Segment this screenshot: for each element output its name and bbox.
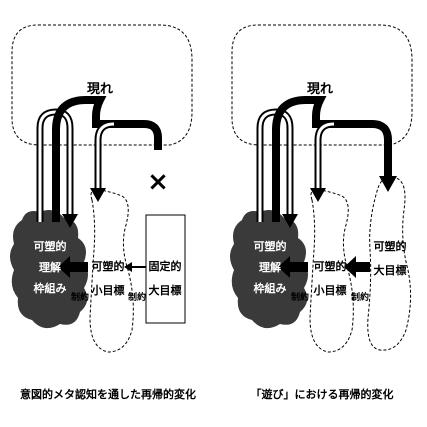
left-cloud-label-1: 可塑的	[34, 239, 67, 253]
right-diagram: 現れ 可塑的 理解 枠組み 可塑的 小目標 可塑的 大目標 制約 制約 「遊び」…	[230, 24, 413, 401]
left-loop-arrow-main	[52, 96, 162, 222]
left-constraint-2: 制約	[128, 291, 146, 303]
right-middle-blob	[309, 189, 354, 353]
left-middle-label-1: 可塑的	[92, 259, 125, 273]
right-right-label-2: 大目標	[374, 263, 407, 277]
left-caption: 意図的メタ認知を通した再帰的変化	[20, 387, 196, 401]
left-emergence-loop	[11, 24, 193, 146]
left-middle-label-2: 小目標	[91, 283, 125, 297]
right-right-label-1: 可塑的	[374, 239, 407, 253]
left-loop-arrow-inner	[94, 120, 115, 195]
right-loop-arrow-inner	[314, 120, 335, 195]
left-emergence-label: 現れ	[87, 82, 113, 97]
right-constraint-2: 制約	[351, 291, 369, 303]
left-right-label-1: 固定的	[149, 259, 182, 273]
left-middle-blob	[89, 189, 134, 353]
right-middle-label-2: 小目標	[313, 283, 347, 297]
right-emergence-label: 現れ	[307, 82, 333, 97]
right-cloud	[230, 210, 308, 329]
left-cloud-label-3: 枠組み	[34, 281, 67, 295]
right-right-blob	[367, 175, 412, 351]
right-caption: 「遊び」における再帰的変化	[251, 387, 394, 401]
left-fixed-goal-box	[145, 214, 186, 324]
right-constraint-1: 制約	[291, 291, 309, 303]
right-cloud-label-2: 理解	[259, 260, 281, 274]
left-diagram: × 現れ 可塑的 理解 枠組み 可塑的 小目標 固定的 大目標 制約 制約 意図…	[10, 24, 196, 401]
left-cloud-label-2: 理解	[39, 260, 61, 274]
left-constraint-1: 制約	[71, 291, 89, 303]
left-blocked-mark: ×	[147, 167, 169, 197]
right-middle-label-1: 可塑的	[314, 259, 347, 273]
right-cloud-label-3: 枠組み	[254, 281, 287, 295]
right-loop-arrow-main	[272, 96, 392, 222]
left-cloud	[10, 210, 88, 329]
left-right-label-2: 大目標	[149, 283, 182, 297]
right-cloud-label-1: 可塑的	[254, 239, 287, 253]
